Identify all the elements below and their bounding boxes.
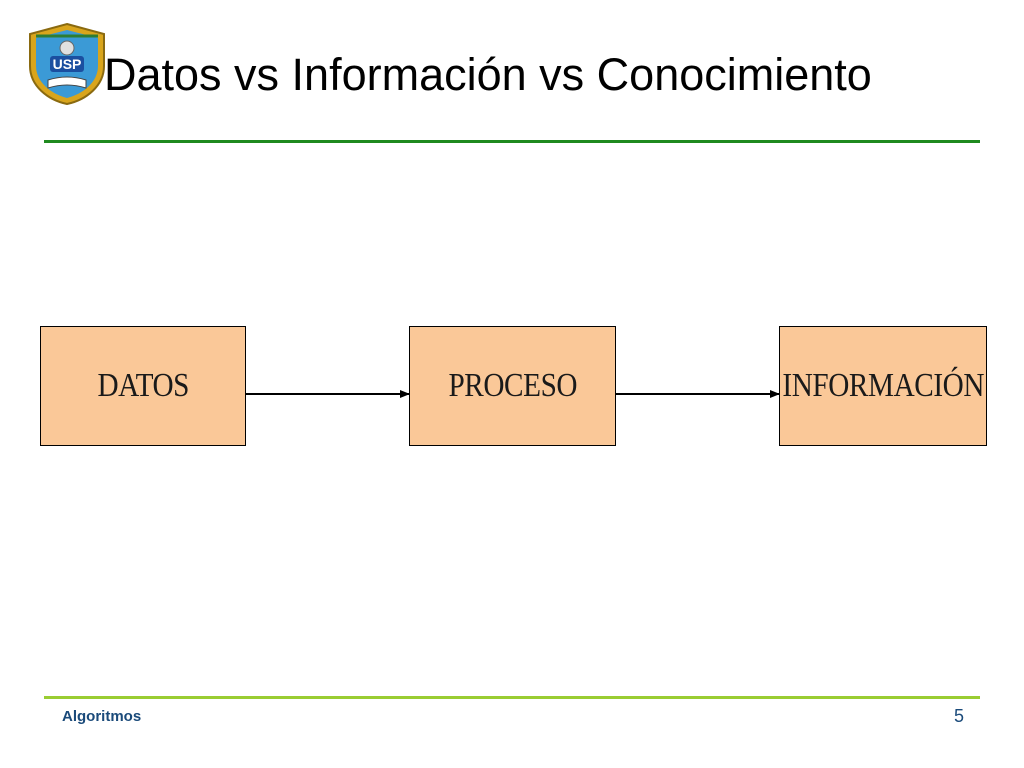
node-datos-label: DATOS (97, 367, 189, 404)
title-divider (44, 140, 980, 143)
footer-divider (44, 696, 980, 699)
node-proceso: PROCESO (409, 326, 616, 446)
footer-course-name: Algoritmos (62, 708, 142, 725)
slide-title: Datos vs Información vs Conocimiento (104, 49, 872, 100)
page-number: 5 (953, 706, 964, 726)
node-proceso-label: PROCESO (448, 367, 577, 404)
node-informacion-label: INFORMACIÓN (782, 367, 984, 404)
node-datos: DATOS (40, 326, 246, 446)
university-logo: USP (29, 22, 105, 106)
node-informacion: INFORMACIÓN (779, 326, 987, 446)
svg-text:USP: USP (53, 56, 82, 72)
